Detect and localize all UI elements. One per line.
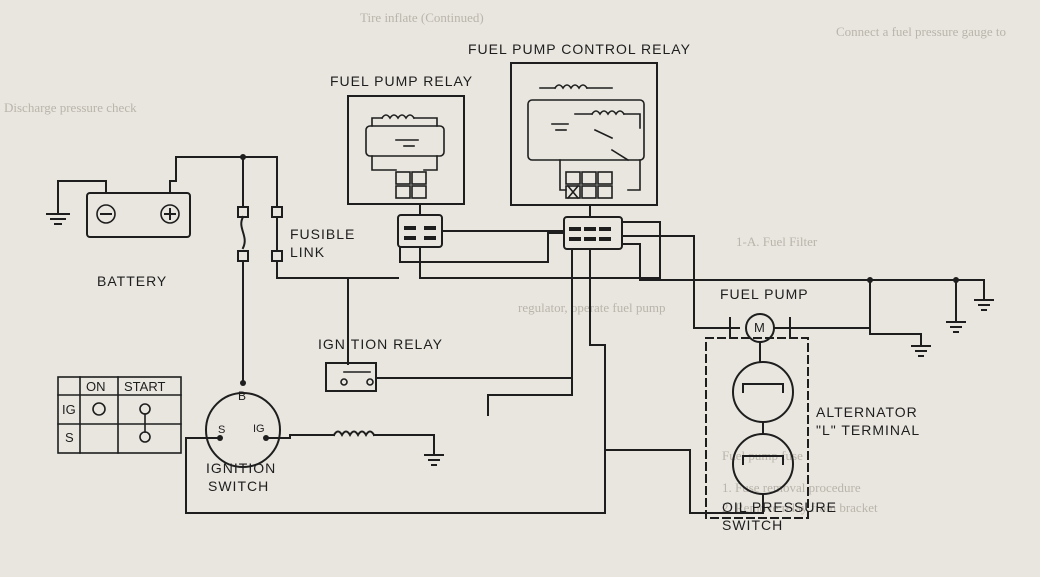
label-fusible-link-line1: FUSIBLE — [290, 226, 356, 242]
label-ignition-relay: IGNITION RELAY — [318, 336, 443, 352]
ground-symbol-1 — [974, 299, 994, 311]
label-alternator-line1: ALTERNATOR — [816, 404, 918, 420]
switch-table-text: ON START IG S — [58, 376, 182, 454]
fuel-pump-control-relay-box — [510, 62, 658, 206]
label-terminal-b: B — [238, 389, 247, 403]
label-battery: BATTERY — [97, 273, 168, 289]
ground-symbol-battery — [46, 213, 70, 225]
bg-text-8: regulator, operate fuel pump — [518, 300, 666, 315]
label-fuel-pump-control-relay: FUEL PUMP CONTROL RELAY — [468, 41, 691, 57]
label-alternator-line2: "L" TERMINAL — [816, 422, 921, 438]
fuel-pump-relay-connector — [397, 203, 443, 248]
label-fuel-pump: FUEL PUMP — [720, 286, 809, 302]
label-oil-pressure-line1: OIL PRESSURE — [722, 499, 837, 515]
table-header-on: ON — [86, 379, 106, 394]
label-terminal-ig: IG — [253, 423, 265, 435]
fuel-pump-control-relay-internals — [527, 84, 645, 200]
label-oil-pressure-line2: SWITCH — [722, 517, 784, 533]
ground-symbol-ignition — [424, 454, 444, 466]
alternator-switch — [732, 361, 794, 423]
label-motor: M — [754, 320, 765, 335]
bg-text-6: 1. Fuse removal procedure — [722, 480, 861, 495]
fuel-pump-relay-box — [347, 95, 465, 205]
ignition-relay-contacts — [325, 362, 377, 392]
fusible-link-1 — [237, 156, 249, 384]
label-ignition-switch-line1: IGNITION — [206, 460, 277, 476]
bg-text-2: Discharge pressure check — [4, 100, 137, 115]
table-row-s: S — [65, 430, 74, 445]
bg-text-1: Tire inflate (Continued) — [360, 10, 484, 25]
label-ignition-switch-line2: SWITCH — [208, 478, 270, 494]
bg-text-3: Connect a fuel pressure gauge to — [836, 24, 1007, 39]
bg-text-7: 2. Remove relay from bracket — [722, 500, 878, 515]
oil-pressure-switch — [732, 433, 794, 495]
fuel-pump-relay-internals — [365, 114, 445, 199]
table-row-ig: IG — [62, 402, 76, 417]
ignition-relay-switch — [340, 371, 374, 386]
ignition-switch-table — [57, 376, 182, 454]
fusible-link-2 — [271, 156, 349, 279]
control-relay-connector — [563, 204, 623, 250]
pump-circuit-dashed-box — [705, 337, 809, 519]
table-header-start: START — [124, 379, 166, 394]
bg-text-4: 1-A. Fuel Filter — [736, 234, 818, 249]
label-fusible-link-line2: LINK — [290, 244, 326, 260]
ground-symbol-3 — [911, 345, 931, 357]
label-fuel-pump-relay: FUEL PUMP RELAY — [330, 73, 474, 89]
battery-symbol — [86, 192, 191, 238]
label-terminal-s: S — [218, 424, 226, 436]
ignition-switch-body — [205, 392, 281, 468]
ground-symbol-2 — [946, 321, 966, 333]
ignition-relay-coil — [325, 430, 435, 456]
